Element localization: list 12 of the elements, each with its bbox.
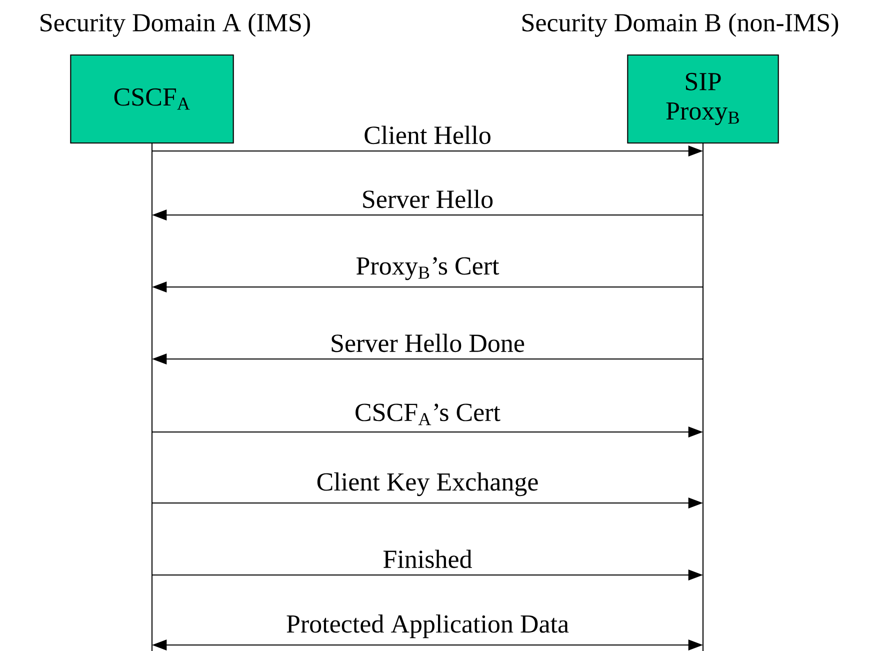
edge-label: Protected Application Data bbox=[286, 614, 569, 638]
edge-label: Proxy$_{B}$’s Cert bbox=[356, 257, 500, 280]
edge-label: Finished bbox=[383, 550, 472, 568]
participant-box: SIP Proxy$_{B}$ bbox=[627, 54, 779, 144]
edge-label: CSCF$_{A}$’s Cert bbox=[356, 404, 500, 426]
edge-label: Client Hello bbox=[364, 126, 490, 144]
participant-box: CSCF$_{A}$ bbox=[70, 54, 234, 144]
edge-label: Server Hello Done bbox=[332, 334, 524, 352]
edge-label: Server Hello bbox=[363, 190, 493, 208]
domain-heading: Security Domain B (non-IMS) bbox=[522, 13, 838, 37]
domain-heading: Security Domain A (IMS) bbox=[40, 13, 310, 37]
edge-label: Client Key Exchange bbox=[317, 472, 538, 496]
